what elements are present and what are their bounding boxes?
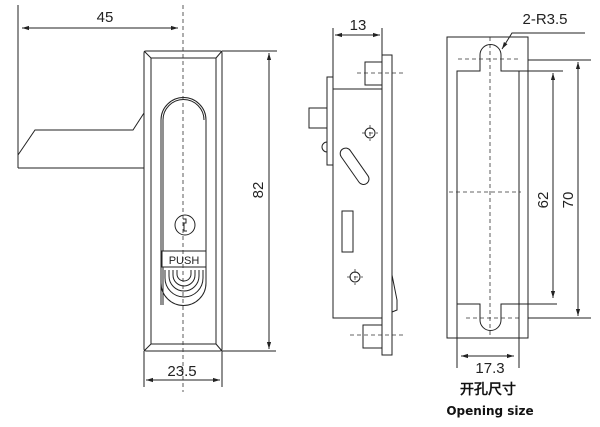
screw-crosshair [347, 269, 363, 285]
handle-capsule-inner [162, 99, 205, 305]
radius-leader [501, 32, 585, 50]
opening-view: 62 70 2-R3.5 17.3 开孔尺寸 Opening size [446, 11, 591, 418]
front-view: PUSH 45 82 23.5 [17, 5, 277, 392]
side-plate [381, 54, 393, 356]
cutout-outline [456, 44, 520, 331]
body-flange [326, 76, 334, 166]
latch-knob [321, 141, 328, 153]
keyhole-icon [174, 214, 196, 236]
dim-opening-width: 17.3 [475, 360, 504, 377]
front-plate-inner [150, 57, 217, 345]
side-view: 13 [308, 17, 406, 356]
opening-size-title: Opening size [446, 404, 533, 418]
handle-capsule [160, 97, 207, 306]
push-label-box [161, 250, 207, 268]
cam-slot [339, 147, 370, 185]
dim-inner-height: 62 [535, 192, 552, 209]
screw-crosshair [362, 125, 378, 141]
bottom-tab [362, 324, 383, 349]
dim-depth: 13 [350, 17, 367, 34]
dim-outer-height: 70 [560, 192, 577, 209]
push-label: PUSH [169, 255, 200, 267]
window-slot [341, 210, 354, 253]
dim-width: 23.5 [167, 363, 196, 380]
lock-body [332, 88, 383, 319]
plate-bevels [143, 50, 223, 352]
dim-radius: 2-R3.5 [522, 11, 567, 28]
dim-height: 82 [250, 182, 267, 199]
handle-arm-edge [17, 112, 145, 156]
grip-ridges [164, 270, 204, 298]
key-slot [183, 218, 187, 232]
dim-handle-offset: 45 [97, 9, 114, 26]
top-tab [364, 61, 383, 86]
panel-outline [446, 36, 529, 339]
latch-block [308, 107, 328, 129]
lever [391, 274, 398, 313]
opening-size-title-cn: 开孔尺寸 [460, 381, 516, 398]
